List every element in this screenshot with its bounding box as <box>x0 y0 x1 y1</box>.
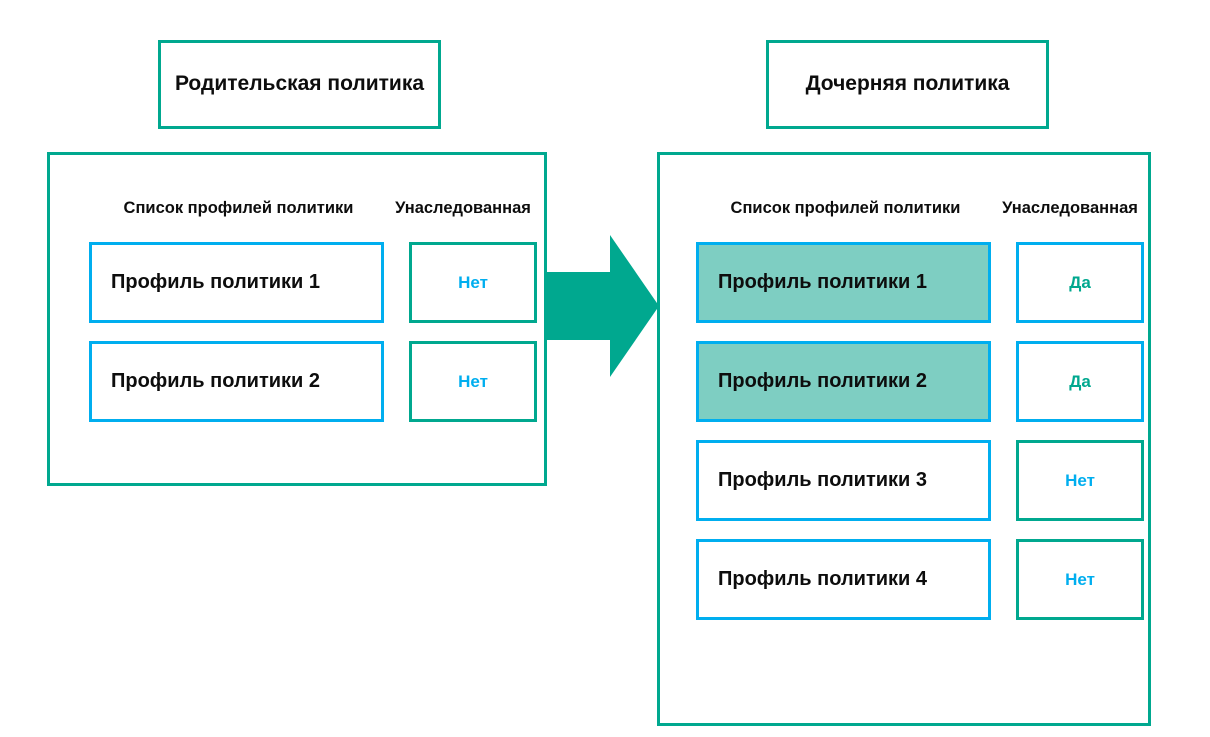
profile-box[interactable]: Профиль политики 3 <box>696 440 991 521</box>
parent-header-inherited: Унаследованная <box>395 199 531 217</box>
profile-box[interactable]: Профиль политики 2 <box>89 341 384 422</box>
child-policy-panel: Список профилей политики Унаследованная … <box>657 152 1151 726</box>
right-arrow-icon <box>545 235 659 377</box>
parent-header-profiles: Список профилей политики <box>123 199 354 217</box>
profile-box[interactable]: Профиль политики 2 <box>696 341 991 422</box>
profile-label: Профиль политики 3 <box>718 469 928 491</box>
profile-row: Профиль политики 3 Нет <box>696 440 1144 521</box>
profile-label: Профиль политики 2 <box>111 370 321 392</box>
profile-row: Профиль политики 2 Да <box>696 341 1144 422</box>
profile-label: Профиль политики 1 <box>718 271 928 293</box>
inherited-status-box[interactable]: Нет <box>409 341 537 422</box>
inherited-status-label: Да <box>1069 272 1091 292</box>
inherited-status-box[interactable]: Нет <box>1016 440 1144 521</box>
profile-row: Профиль политики 4 Нет <box>696 539 1144 620</box>
inherited-status-box[interactable]: Да <box>1016 341 1144 422</box>
child-header-profiles: Список профилей политики <box>730 199 961 217</box>
inherited-status-label: Нет <box>1065 470 1095 490</box>
child-policy-title-box: Дочерняя политика <box>766 40 1049 129</box>
profile-box[interactable]: Профиль политики 1 <box>89 242 384 323</box>
parent-policy-title-label: Родительская политика <box>174 72 425 96</box>
profile-label: Профиль политики 2 <box>718 370 928 392</box>
child-column-headers: Список профилей политики Унаследованная <box>701 199 1150 218</box>
inherited-status-box[interactable]: Нет <box>1016 539 1144 620</box>
child-header-inherited: Унаследованная <box>1002 199 1138 217</box>
child-policy-title-label: Дочерняя политика <box>805 72 1010 96</box>
inherited-status-label: Нет <box>458 272 488 292</box>
profile-row: Профиль политики 1 Да <box>696 242 1144 323</box>
inherited-status-label: Нет <box>1065 569 1095 589</box>
inherited-status-label: Да <box>1069 371 1091 391</box>
parent-policy-panel: Список профилей политики Унаследованная … <box>47 152 547 486</box>
inherited-status-box[interactable]: Нет <box>409 242 537 323</box>
profile-row: Профиль политики 1 Нет <box>89 242 537 323</box>
inherited-status-label: Нет <box>458 371 488 391</box>
profile-box[interactable]: Профиль политики 1 <box>696 242 991 323</box>
parent-column-headers: Список профилей политики Унаследованная <box>94 199 543 218</box>
parent-policy-title-box: Родительская политика <box>158 40 441 129</box>
profile-box[interactable]: Профиль политики 4 <box>696 539 991 620</box>
profile-label: Профиль политики 1 <box>111 271 321 293</box>
inherited-status-box[interactable]: Да <box>1016 242 1144 323</box>
profile-label: Профиль политики 4 <box>718 568 928 590</box>
profile-row: Профиль политики 2 Нет <box>89 341 537 422</box>
